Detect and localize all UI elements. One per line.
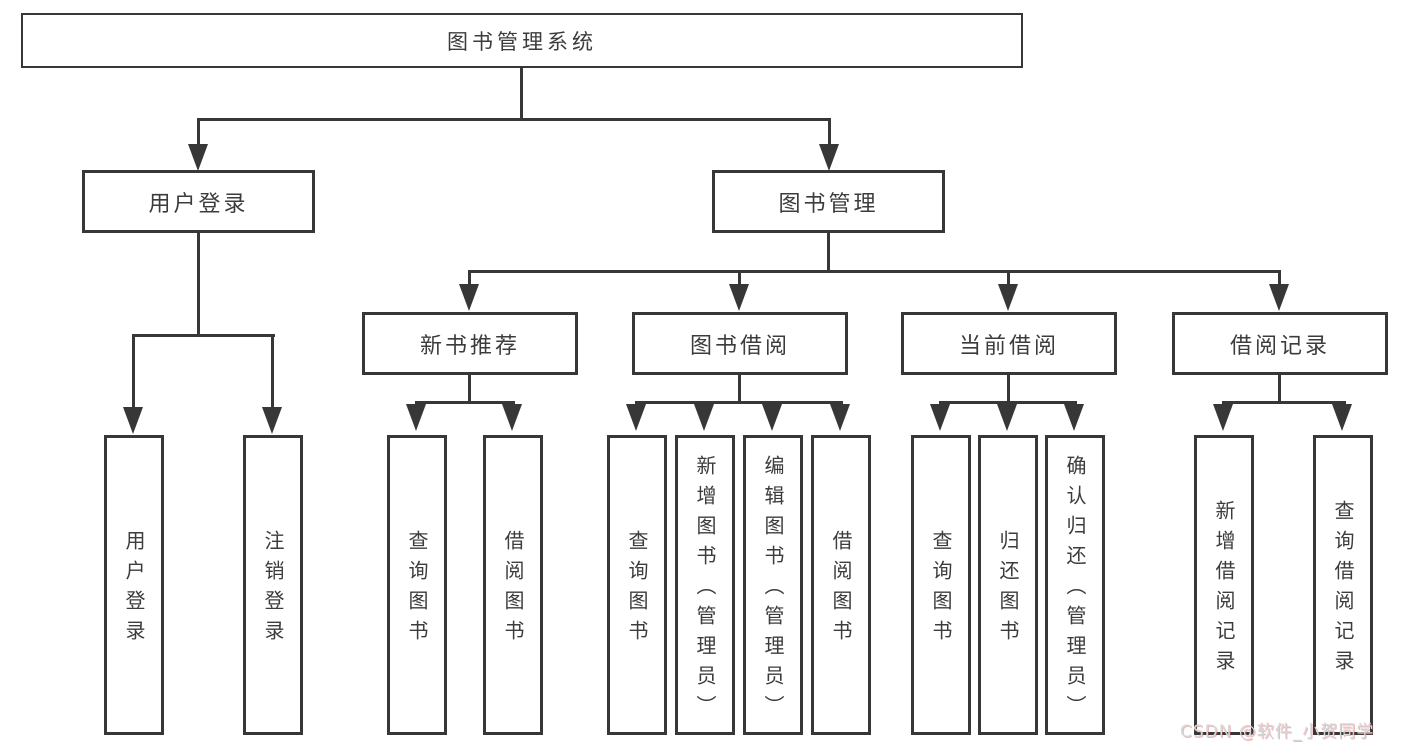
- node-current-borrow: 当前借阅: [901, 312, 1117, 375]
- arrow-down-icon: [729, 284, 749, 311]
- node-borrow-book-action: 借阅图书: [811, 435, 871, 735]
- node-borrow-book-recommend-label: 借阅图书: [501, 530, 525, 650]
- node-logout-label: 注销登录: [261, 530, 285, 650]
- connector-records-bar: [1222, 401, 1346, 404]
- arrow-down-icon: [930, 404, 950, 431]
- node-query-book-recommend-label: 查询图书: [405, 530, 429, 650]
- arrow-down-icon: [762, 404, 782, 431]
- node-add-book-admin: 新增图书（管理员）: [675, 435, 735, 735]
- node-query-borrow-record-label: 查询借阅记录: [1331, 500, 1355, 680]
- node-root-label: 图书管理系统: [447, 29, 597, 54]
- csdn-watermark: CSDN @软件_小贺同学: [1180, 722, 1375, 742]
- node-confirm-return-admin: 确认归还（管理员）: [1045, 435, 1105, 735]
- arrow-down-icon: [1213, 404, 1233, 431]
- node-query-book-current: 查询图书: [911, 435, 971, 735]
- arrow-down-icon: [694, 404, 714, 431]
- connector-login-stem: [197, 233, 200, 337]
- node-borrow-book-recommend: 借阅图书: [483, 435, 543, 735]
- connector-records-stem: [1278, 270, 1281, 285]
- node-add-borrow-record-label: 新增借阅记录: [1212, 500, 1236, 680]
- connector-book-mgmt-stem: [828, 118, 831, 146]
- node-new-book-recommend-label: 新书推荐: [419, 333, 520, 359]
- arrow-down-icon: [123, 407, 143, 434]
- connector-login-leaf2-stem: [271, 334, 274, 408]
- node-edit-book-admin-label: 编辑图书（管理员）: [761, 455, 785, 725]
- node-query-book-recommend: 查询图书: [387, 435, 447, 735]
- connector-newbook-bar: [415, 401, 515, 404]
- connector-current-stem: [1007, 270, 1010, 285]
- arrow-down-icon: [626, 404, 646, 431]
- node-logout: 注销登录: [243, 435, 303, 735]
- arrow-down-icon: [1332, 404, 1352, 431]
- node-user-login: 用户登录: [82, 170, 315, 233]
- arrow-down-icon: [406, 404, 426, 431]
- arrow-down-icon: [830, 404, 850, 431]
- node-confirm-return-admin-label: 确认归还（管理员）: [1063, 455, 1087, 725]
- connector-mgmt-stem: [827, 233, 830, 273]
- arrow-down-icon: [1269, 284, 1289, 311]
- connector-root-stem: [520, 66, 523, 120]
- node-add-borrow-record: 新增借阅记录: [1194, 435, 1254, 735]
- node-user-login-action: 用户登录: [104, 435, 164, 735]
- arrow-down-icon: [262, 407, 282, 434]
- node-book-borrow-label: 图书借阅: [689, 333, 790, 359]
- connector-borrow-stem: [738, 270, 741, 285]
- arrow-down-icon: [997, 404, 1017, 431]
- connector-login-leaf1-stem: [132, 334, 135, 408]
- node-borrow-book-action-label: 借阅图书: [829, 530, 853, 650]
- connector-login-bar: [132, 334, 275, 337]
- connector-current-drop: [1007, 375, 1010, 404]
- arrow-down-icon: [998, 284, 1018, 311]
- connector-records-drop: [1278, 375, 1281, 404]
- node-user-login-label: 用户登录: [148, 191, 249, 217]
- connector-current-bar: [939, 401, 1077, 404]
- arrow-down-icon: [188, 144, 208, 171]
- node-add-book-admin-label: 新增图书（管理员）: [693, 455, 717, 725]
- connector-newbook-stem: [468, 270, 471, 285]
- node-query-borrow-record: 查询借阅记录: [1313, 435, 1373, 735]
- node-edit-book-admin: 编辑图书（管理员）: [743, 435, 803, 735]
- connector-borrow-bar: [635, 401, 843, 404]
- connector-user-login-stem: [197, 118, 200, 146]
- connector-root-bar: [197, 118, 831, 121]
- connector-borrow-drop: [738, 375, 741, 404]
- node-query-book-borrow: 查询图书: [607, 435, 667, 735]
- node-query-book-borrow-label: 查询图书: [625, 530, 649, 650]
- connector-mgmt-bar: [468, 270, 1281, 273]
- node-root: 图书管理系统: [21, 13, 1023, 68]
- node-user-login-action-label: 用户登录: [122, 530, 146, 650]
- node-book-management: 图书管理: [712, 170, 945, 233]
- arrow-down-icon: [459, 284, 479, 311]
- node-book-management-label: 图书管理: [778, 191, 879, 217]
- node-return-book: 归还图书: [978, 435, 1038, 735]
- arrow-down-icon: [819, 144, 839, 171]
- node-new-book-recommend: 新书推荐: [362, 312, 578, 375]
- node-borrow-records-label: 借阅记录: [1229, 333, 1330, 359]
- node-current-borrow-label: 当前借阅: [958, 333, 1059, 359]
- node-query-book-current-label: 查询图书: [929, 530, 953, 650]
- arrow-down-icon: [1064, 404, 1084, 431]
- node-return-book-label: 归还图书: [996, 530, 1020, 650]
- connector-newbook-drop: [468, 375, 471, 404]
- node-book-borrow: 图书借阅: [632, 312, 848, 375]
- arrow-down-icon: [502, 404, 522, 431]
- node-borrow-records: 借阅记录: [1172, 312, 1388, 375]
